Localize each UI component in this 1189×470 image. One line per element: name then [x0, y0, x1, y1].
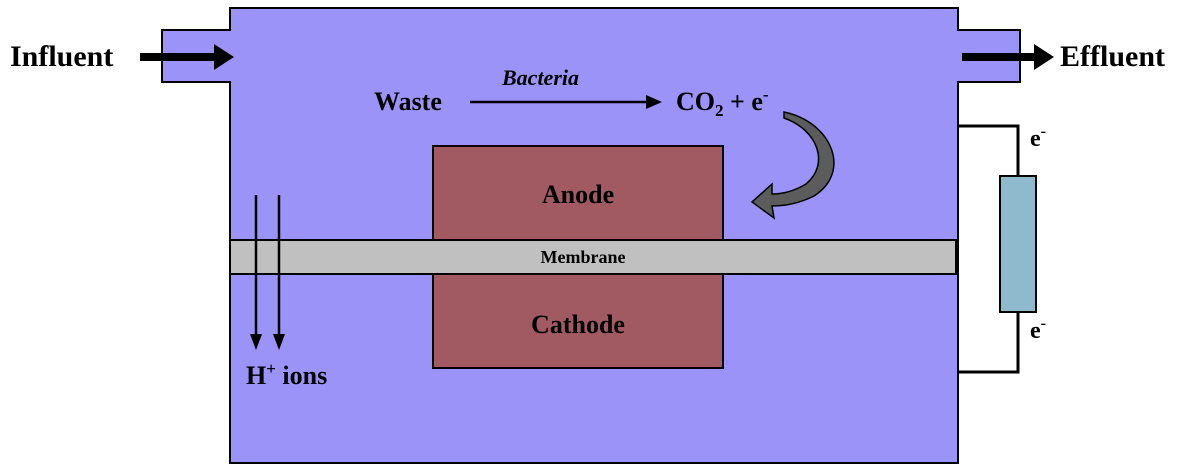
- external-circuit-wire: [958, 124, 1020, 176]
- external-circuit-wire-bottom: [958, 312, 1020, 374]
- outlet-seam-cover: [956, 32, 959, 80]
- cathode-label: Cathode: [531, 310, 625, 339]
- anode-label: Anode: [542, 180, 614, 209]
- effluent-label: Effluent: [1060, 40, 1165, 73]
- resistor: [999, 175, 1037, 313]
- electron-top-label: e-: [1030, 123, 1046, 152]
- curved-electron-arrow: [750, 111, 835, 220]
- membrane: [229, 239, 957, 275]
- reaction-arrow-head: [646, 95, 662, 109]
- h-ion-arrow-2-head: [273, 334, 285, 350]
- influent-label: Influent: [10, 40, 113, 73]
- bacteria-label: Bacteria: [501, 65, 579, 90]
- anode: [432, 145, 724, 241]
- influent-arrow-head: [214, 44, 234, 70]
- co2-label: CO2 + e-: [676, 85, 769, 120]
- h-ions-label: H+ ions: [246, 359, 327, 390]
- membrane-label: Membrane: [541, 247, 626, 267]
- waste-label: Waste: [374, 87, 442, 116]
- effluent-arrow-head: [1034, 44, 1054, 70]
- electron-bottom-label: e-: [1030, 315, 1046, 344]
- h-ion-arrow-1-head: [250, 334, 262, 350]
